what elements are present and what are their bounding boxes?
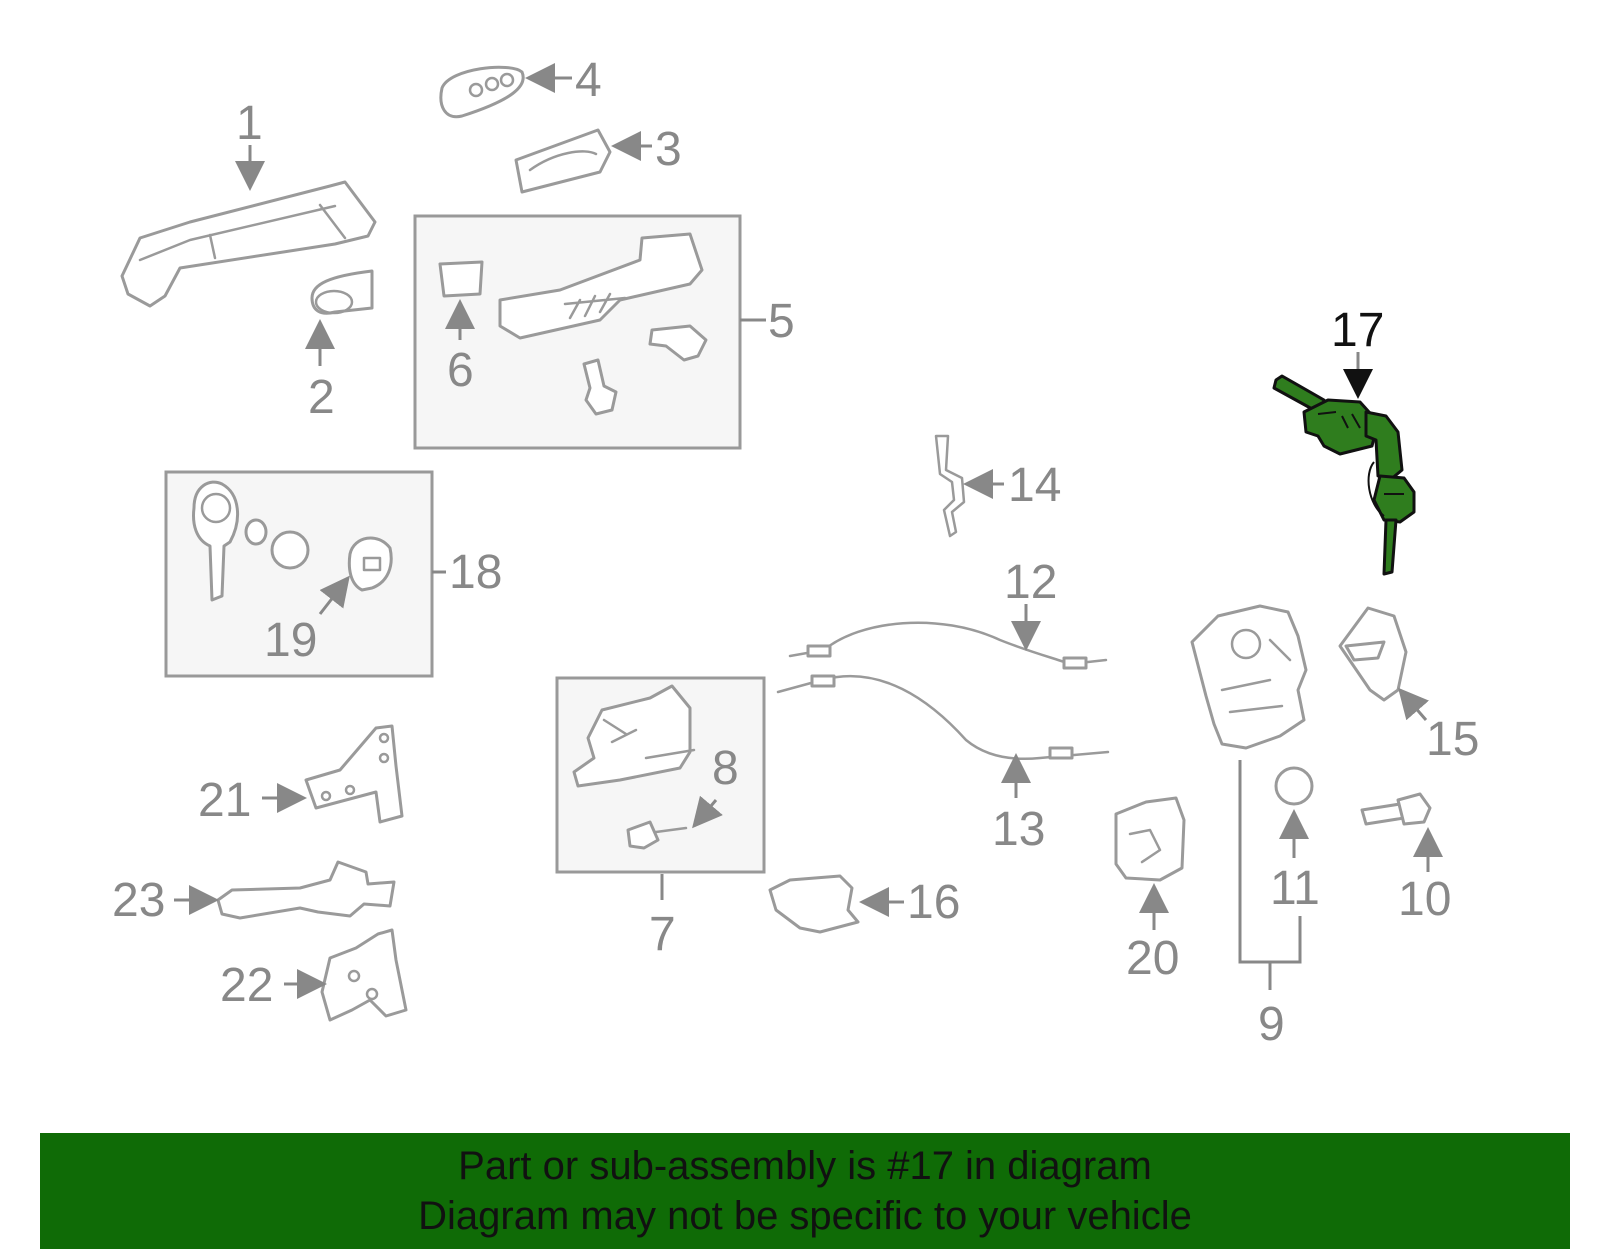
part-12-cable[interactable]: [788, 621, 1108, 670]
callout-13: 13: [992, 803, 1045, 856]
callout-18: 18: [449, 546, 502, 599]
info-banner: Part or sub-assembly is #17 in diagram D…: [40, 1133, 1570, 1249]
callout-4: 4: [575, 54, 602, 107]
part-14-rod[interactable]: [934, 434, 966, 538]
part-20-cover[interactable]: [1114, 796, 1186, 882]
callout-7: 7: [649, 908, 676, 961]
callout-1: 1: [236, 97, 263, 150]
part-7-inner-handle[interactable]: [572, 684, 696, 788]
banner-line-2: Diagram may not be specific to your vehi…: [418, 1194, 1192, 1238]
part-13-cable[interactable]: [776, 674, 1110, 761]
part-21-hinge[interactable]: [304, 724, 404, 824]
part-4-gasket[interactable]: [439, 65, 525, 119]
part-17-lock-cylinder-highlighted[interactable]: [1272, 374, 1416, 576]
callout-8: 8: [712, 742, 739, 795]
callout-17: 17: [1331, 304, 1384, 357]
callout-10: 10: [1398, 873, 1451, 926]
part-22-hinge[interactable]: [320, 928, 408, 1022]
callout-3: 3: [655, 123, 682, 176]
part-9-lock-assembly[interactable]: [1190, 604, 1308, 750]
callout-20: 20: [1126, 932, 1179, 985]
part-16-cover[interactable]: [768, 874, 860, 934]
callout-6: 6: [447, 344, 474, 397]
part-18-ring-small[interactable]: [244, 518, 268, 546]
callout-14: 14: [1008, 459, 1061, 512]
callout-16: 16: [907, 876, 960, 929]
part-18-key[interactable]: [192, 480, 240, 602]
callout-21: 21: [198, 774, 251, 827]
part-1-outer-handle[interactable]: [120, 180, 377, 308]
part-23-door-check[interactable]: [216, 860, 396, 920]
callout-22: 22: [220, 959, 273, 1012]
callout-15: 15: [1426, 713, 1479, 766]
part-10-bolt[interactable]: [1360, 792, 1432, 826]
callout-9: 9: [1258, 998, 1285, 1051]
part-3-pad[interactable]: [514, 128, 612, 194]
callout-23: 23: [112, 874, 165, 927]
part-5-handle-frame[interactable]: [498, 232, 704, 340]
banner-line-1: Part or sub-assembly is #17 in diagram: [458, 1144, 1152, 1188]
leader-lines: [174, 63, 1443, 999]
callout-2: 2: [308, 371, 335, 424]
part-19-cylinder-cap[interactable]: [347, 536, 393, 592]
part-15-striker[interactable]: [1338, 606, 1408, 702]
part-11-plug[interactable]: [1274, 766, 1314, 806]
callout-12: 12: [1004, 556, 1057, 609]
part-5-bolt-a[interactable]: [648, 324, 708, 362]
part-8-bezel-screw[interactable]: [626, 820, 688, 850]
callout-11: 11: [1270, 862, 1320, 915]
callout-5: 5: [768, 295, 795, 348]
part-18-ring-large[interactable]: [270, 530, 310, 570]
callout-19: 19: [264, 614, 317, 667]
part-2-handle-cap[interactable]: [310, 269, 374, 315]
part-5-bolt-b[interactable]: [582, 358, 618, 416]
part-6-clip[interactable]: [438, 260, 484, 298]
